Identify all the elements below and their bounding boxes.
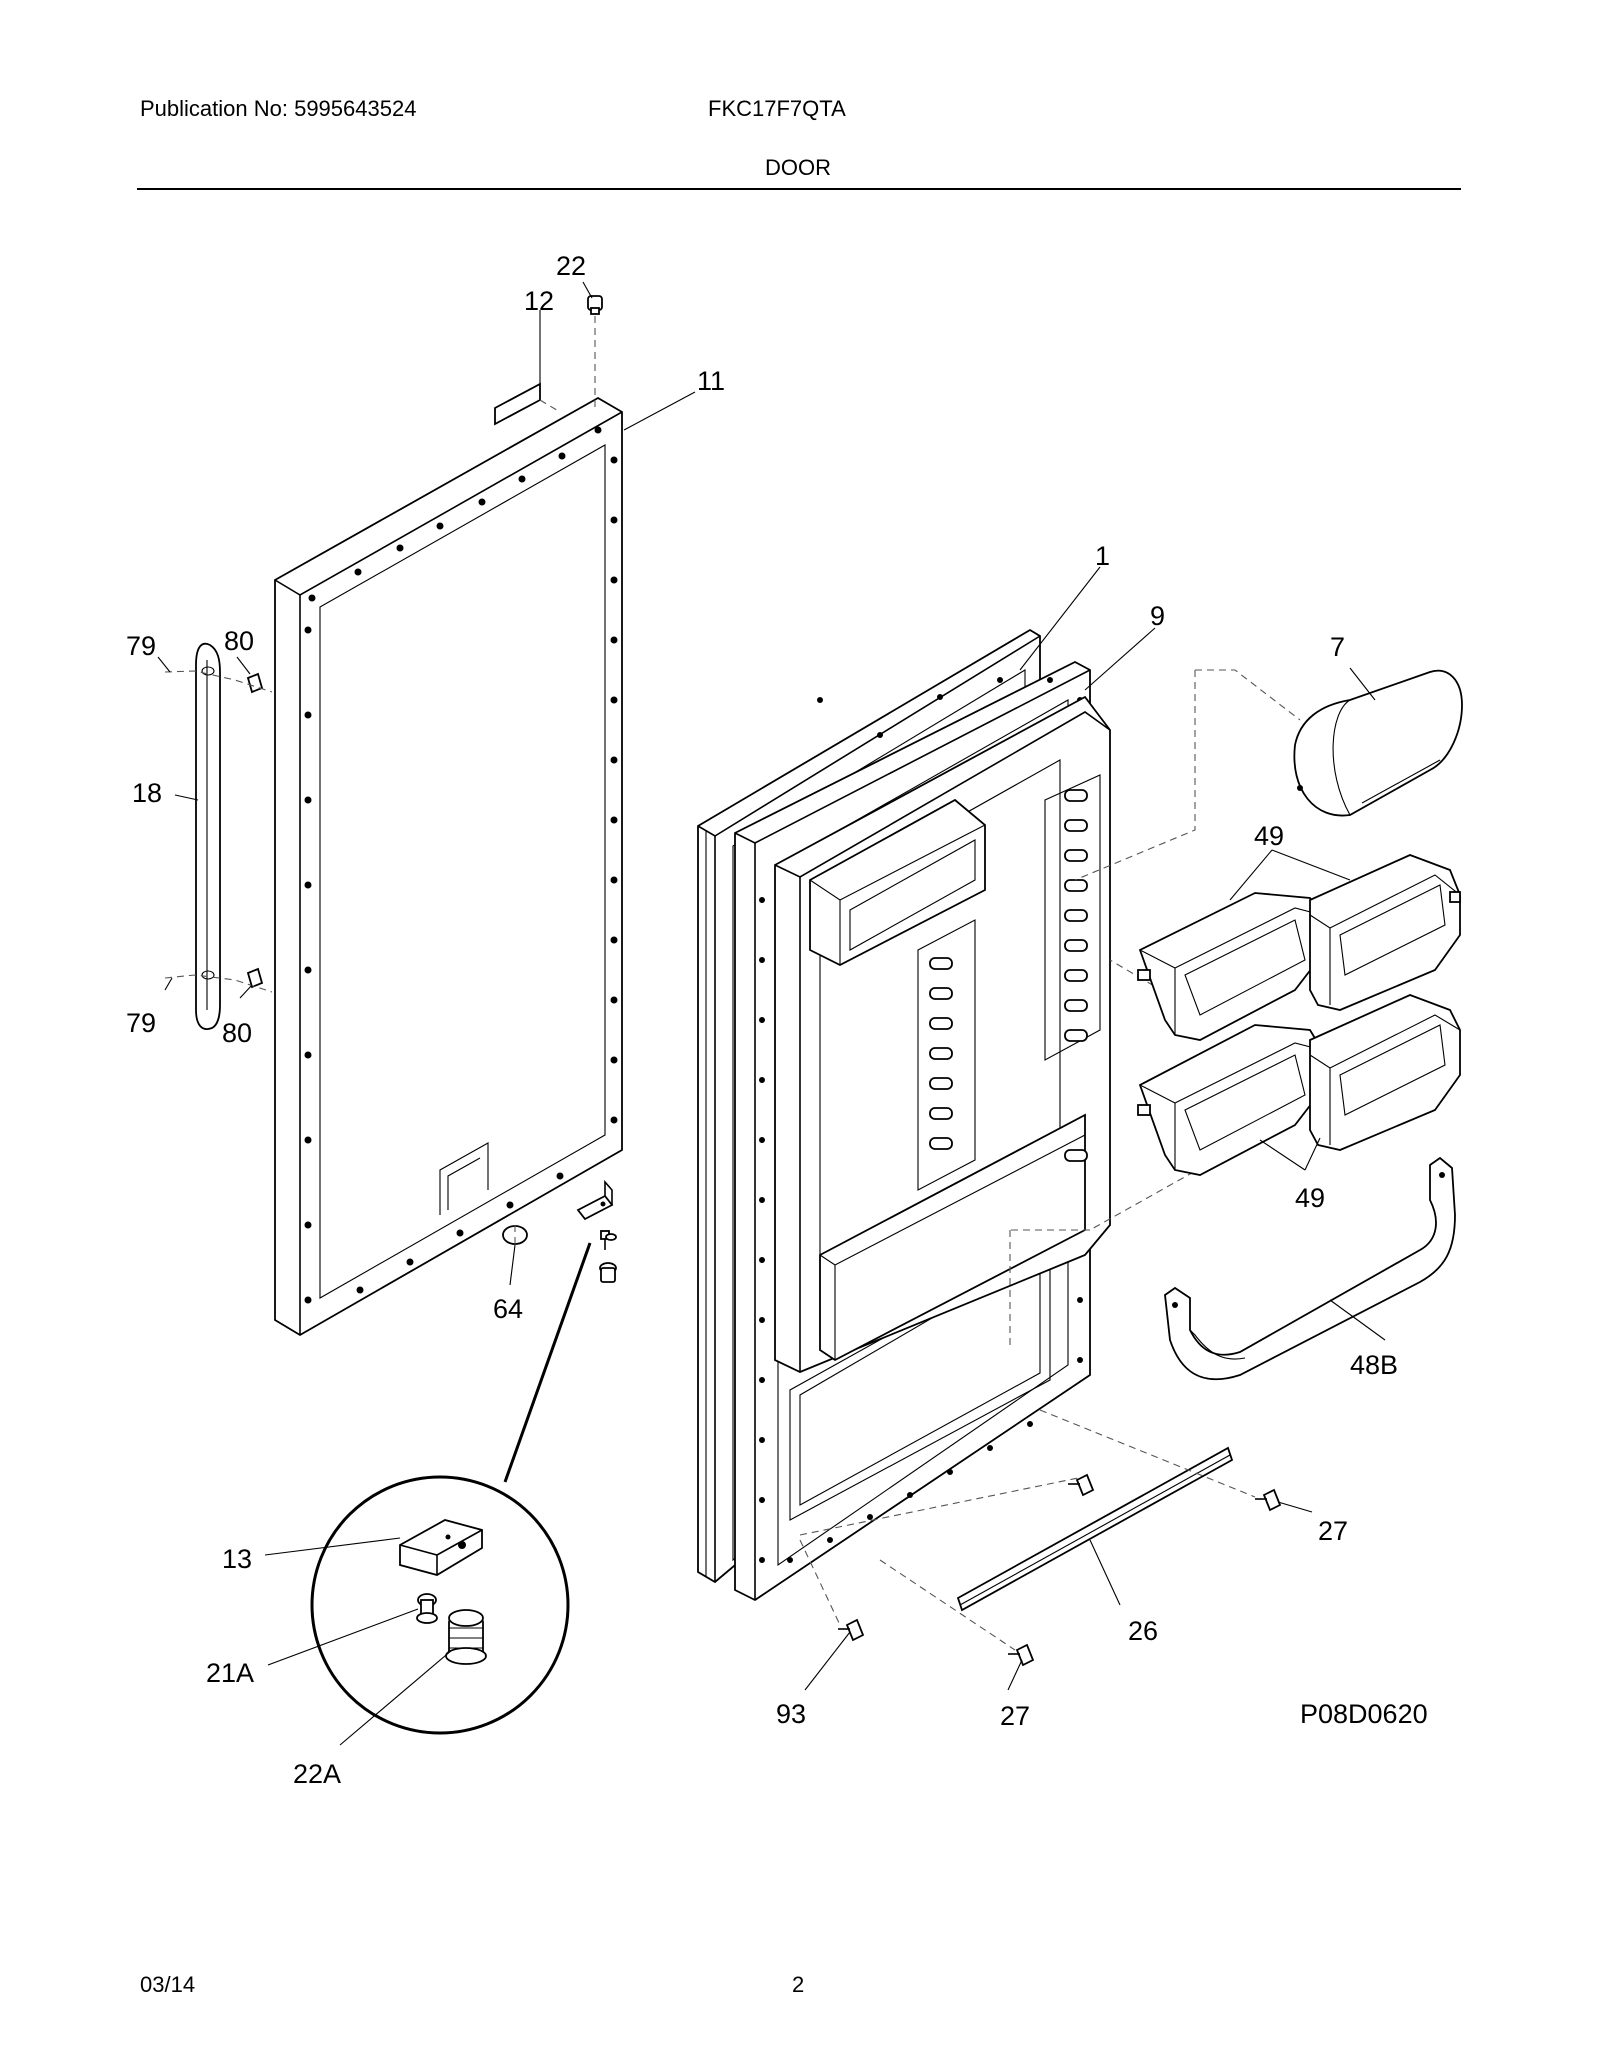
callout-11: 11 bbox=[697, 366, 725, 396]
callout-22: 22 bbox=[556, 251, 586, 281]
detail-hinge-pin bbox=[445, 1609, 487, 1665]
door-handle bbox=[195, 642, 221, 1030]
header-rule bbox=[137, 188, 1461, 190]
callout-9: 9 bbox=[1150, 601, 1165, 631]
leader-lines bbox=[157, 281, 1386, 1746]
model-number: FKC17F7QTA bbox=[708, 96, 846, 121]
section-title: DOOR bbox=[765, 155, 831, 180]
top-screw bbox=[587, 295, 603, 315]
callout-80-bottom: 80 bbox=[222, 1018, 252, 1048]
callout-7: 7 bbox=[1330, 632, 1345, 662]
outer-door-panel bbox=[274, 396, 623, 1337]
page-number: 2 bbox=[792, 1972, 805, 1997]
outer-door-holes bbox=[304, 426, 618, 1304]
handle-screws bbox=[246, 672, 264, 989]
door-bin-lower-left bbox=[1137, 1024, 1323, 1176]
dairy-door bbox=[1293, 669, 1463, 817]
callout-13: 13 bbox=[222, 1544, 252, 1574]
callout-12: 12 bbox=[524, 286, 554, 316]
door-bin-upper-right bbox=[1309, 854, 1461, 1011]
hinge-bracket-small bbox=[576, 1179, 614, 1221]
liner-pegs bbox=[929, 789, 1088, 1162]
callout-79-bottom: 79 bbox=[126, 1008, 156, 1038]
callout-79-top: 79 bbox=[126, 631, 156, 661]
publication-number: Publication No: 5995643524 bbox=[140, 96, 417, 121]
diagram-code: P08D0620 bbox=[1300, 1699, 1428, 1729]
callout-80-top: 80 bbox=[224, 626, 254, 656]
callout-93: 93 bbox=[776, 1699, 806, 1729]
callout-48b: 48B bbox=[1350, 1350, 1398, 1380]
callout-22a: 22A bbox=[293, 1759, 341, 1789]
inner-door-shelf-liner bbox=[774, 695, 1111, 1373]
shelf-rail bbox=[1164, 1156, 1456, 1381]
callout-26: 26 bbox=[1128, 1616, 1158, 1646]
callout-18: 18 bbox=[132, 778, 162, 808]
hinge-screw-small bbox=[599, 1230, 617, 1283]
callout-64: 64 bbox=[493, 1294, 523, 1324]
screw-right bbox=[1255, 1488, 1282, 1512]
callout-49-top: 49 bbox=[1254, 821, 1284, 851]
door-bin-lower-right bbox=[1309, 994, 1461, 1151]
detail-hinge-bracket bbox=[399, 1519, 483, 1576]
callout-27-right: 27 bbox=[1318, 1516, 1348, 1546]
callout-21a: 21A bbox=[206, 1658, 254, 1688]
label-plate bbox=[494, 382, 541, 426]
screw-bottom-left bbox=[838, 1618, 865, 1642]
footer-date: 03/14 bbox=[140, 1972, 196, 1997]
callout-49-bottom: 49 bbox=[1295, 1183, 1325, 1213]
door-bin-upper-left bbox=[1137, 892, 1323, 1041]
screw-bottom-right bbox=[1008, 1643, 1035, 1667]
callout-27-bottom: 27 bbox=[1000, 1701, 1030, 1731]
callout-1: 1 bbox=[1095, 541, 1110, 571]
detail-screw bbox=[416, 1593, 438, 1624]
screw-center bbox=[1068, 1473, 1095, 1497]
bottom-trim-strip bbox=[956, 1446, 1234, 1612]
detail-magnifier bbox=[310, 1242, 592, 1735]
